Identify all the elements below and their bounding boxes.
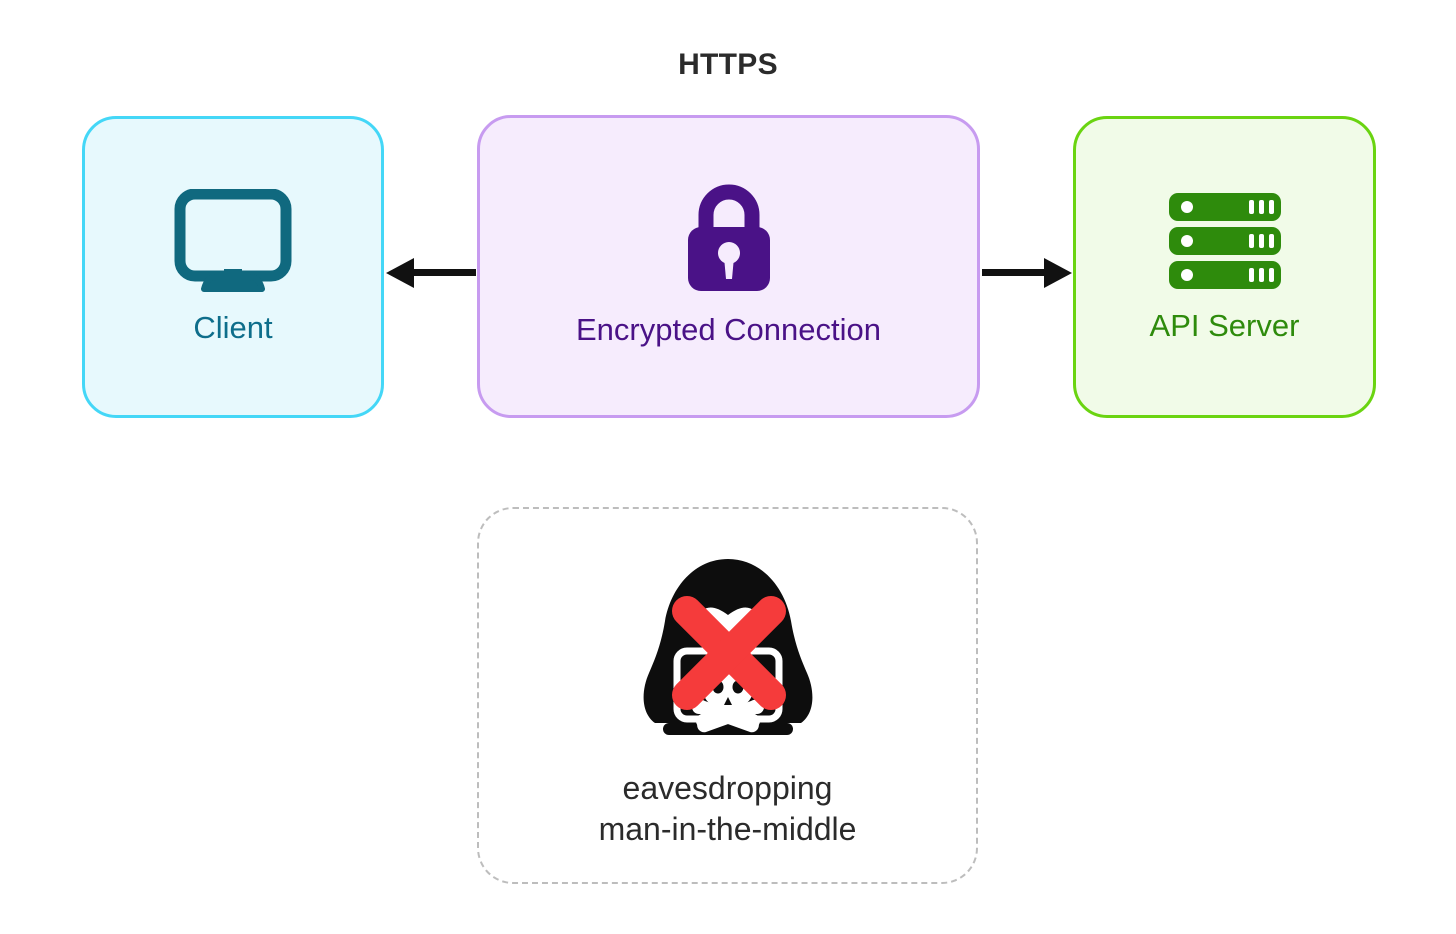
lock-icon bbox=[679, 179, 779, 295]
threat-label-line-2: man-in-the-middle bbox=[598, 810, 857, 847]
arrow-right-to-api-server bbox=[982, 256, 1072, 290]
red-x-mark bbox=[671, 596, 786, 710]
hacker-blocked-icon bbox=[631, 555, 825, 746]
node-api-server[interactable]: API Server bbox=[1073, 116, 1376, 418]
node-encrypted-connection[interactable]: Encrypted Connection bbox=[477, 115, 980, 418]
node-client-label: Client bbox=[193, 309, 273, 345]
server-rack-icon bbox=[1167, 191, 1283, 291]
node-encrypted-connection-label: Encrypted Connection bbox=[575, 312, 882, 348]
monitor-icon bbox=[174, 188, 292, 293]
threat-box[interactable]: eavesdropping man-in-the-middle bbox=[477, 507, 978, 884]
threat-label: eavesdropping man-in-the-middle bbox=[599, 768, 857, 850]
node-api-server-label: API Server bbox=[1149, 307, 1300, 343]
arrow-left-to-client bbox=[386, 256, 476, 290]
node-client[interactable]: Client bbox=[82, 116, 384, 418]
page-title: HTTPS bbox=[678, 48, 778, 81]
threat-label-line-1: eavesdropping bbox=[622, 770, 833, 806]
